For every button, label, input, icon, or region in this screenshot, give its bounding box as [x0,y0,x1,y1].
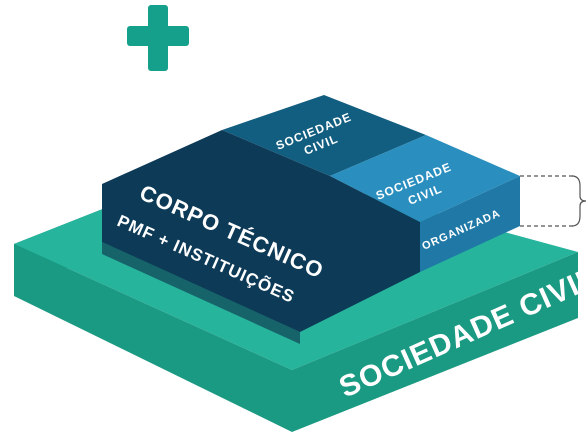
block-sociedade-civil [222,95,426,176]
base-slab-right-face [292,252,578,432]
block-corpo-tecnico-front [102,242,300,344]
block-organizada-front [420,176,520,272]
block-corpo-tecnico-top [102,130,420,332]
block-sociedade-civil-top [222,95,426,176]
block-corpo-tecnico [102,130,420,344]
plus-icon [127,5,189,71]
block-organizada-top [330,135,520,222]
block-sociedade-civil-organizada [330,135,520,272]
base-slab-front-face [14,244,292,432]
bracket [520,175,587,227]
bracket-curve [571,175,587,227]
